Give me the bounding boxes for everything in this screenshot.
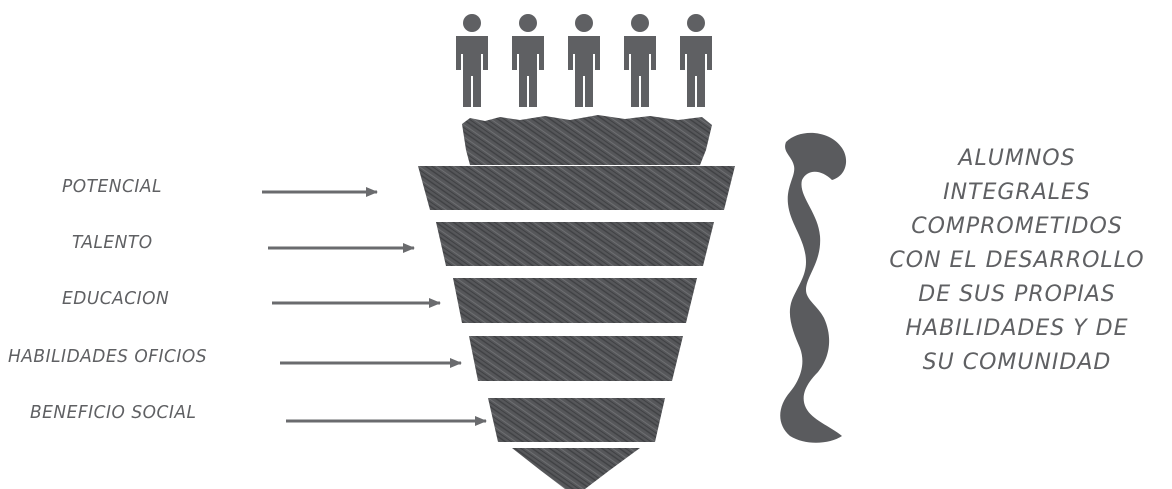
stage-label-beneficio-social: BENEFICIO SOCIAL bbox=[30, 402, 197, 424]
person-icon bbox=[456, 14, 488, 107]
stage-label-talento: TALENTO bbox=[72, 232, 153, 254]
curly-brace-icon bbox=[780, 132, 847, 443]
funnel-band-habilidades bbox=[469, 336, 683, 381]
funnel-tip bbox=[512, 448, 640, 489]
stage-label-educacion: EDUCACION bbox=[62, 288, 170, 310]
people-group bbox=[456, 14, 712, 107]
stage-label-habilidades-oficios: HABILIDADES OFICIOS bbox=[8, 346, 208, 368]
result-description: ALUMNOS INTEGRALES COMPROMETIDOS CON EL … bbox=[889, 146, 1145, 375]
funnel-top bbox=[462, 115, 712, 165]
person-icon bbox=[624, 14, 656, 107]
funnel-band-potencial bbox=[418, 166, 735, 210]
funnel-band-beneficio bbox=[488, 398, 665, 442]
funnel-band-talento bbox=[436, 222, 714, 266]
funnel-band-educacion bbox=[453, 278, 697, 323]
person-icon bbox=[680, 14, 712, 107]
person-icon bbox=[568, 14, 600, 107]
person-icon bbox=[512, 14, 544, 107]
stage-label-potencial: POTENCIAL bbox=[62, 176, 162, 198]
